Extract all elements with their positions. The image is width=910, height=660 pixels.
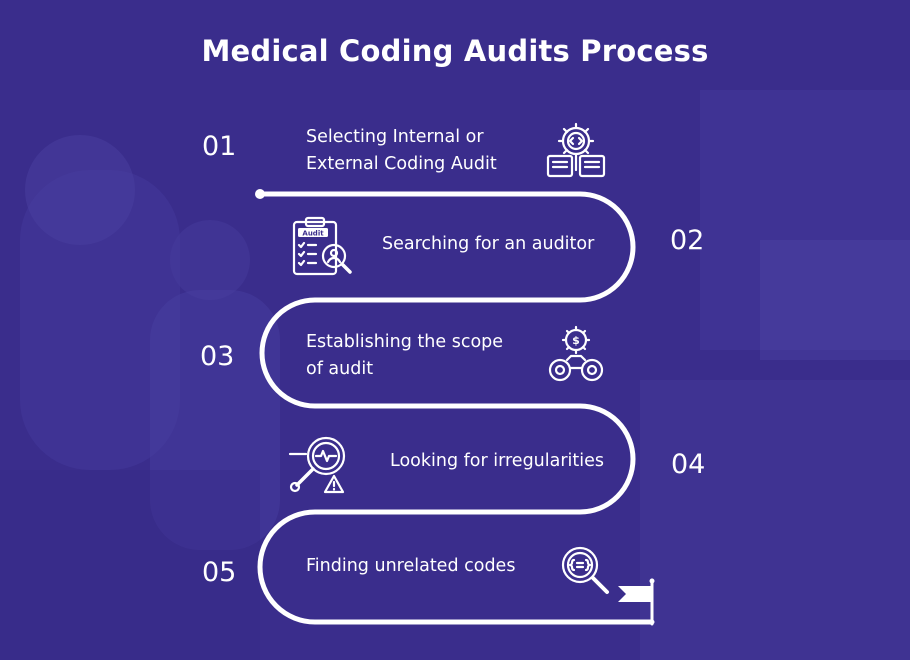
page-title: Medical Coding Audits Process [201, 34, 709, 68]
step-label-02: Searching for an auditor [382, 234, 595, 254]
step-label-05: Finding unrelated codes [306, 556, 516, 576]
svg-text:$: $ [572, 334, 580, 347]
flag-icon [616, 578, 658, 626]
binoculars-dollar-icon: $ [545, 322, 607, 384]
code-gear-icon [545, 120, 607, 182]
step-number-04: 04 [671, 449, 706, 480]
step-label-01: Selecting Internal or External Coding Au… [306, 124, 497, 178]
step-number-03: 03 [200, 341, 235, 372]
step-label-03-line1: Establishing the scope [306, 332, 504, 352]
code-search-icon [560, 545, 612, 597]
step-number-02: 02 [670, 225, 705, 256]
step-number-01: 01 [202, 131, 237, 162]
audit-clipboard-icon: Audit [290, 214, 356, 280]
step-label-03-line2: of audit [306, 359, 374, 379]
step-label-01-line1: Selecting Internal or [306, 127, 484, 147]
magnifier-warning-icon [288, 432, 354, 496]
step-label-01-line2: External Coding Audit [306, 154, 497, 174]
path-start-dot [255, 189, 265, 199]
step-number-05: 05 [202, 557, 237, 588]
svg-text:Audit: Audit [302, 230, 324, 238]
step-label-04: Looking for irregularities [390, 451, 605, 471]
step-label-03: Establishing the scope of audit [306, 329, 503, 383]
